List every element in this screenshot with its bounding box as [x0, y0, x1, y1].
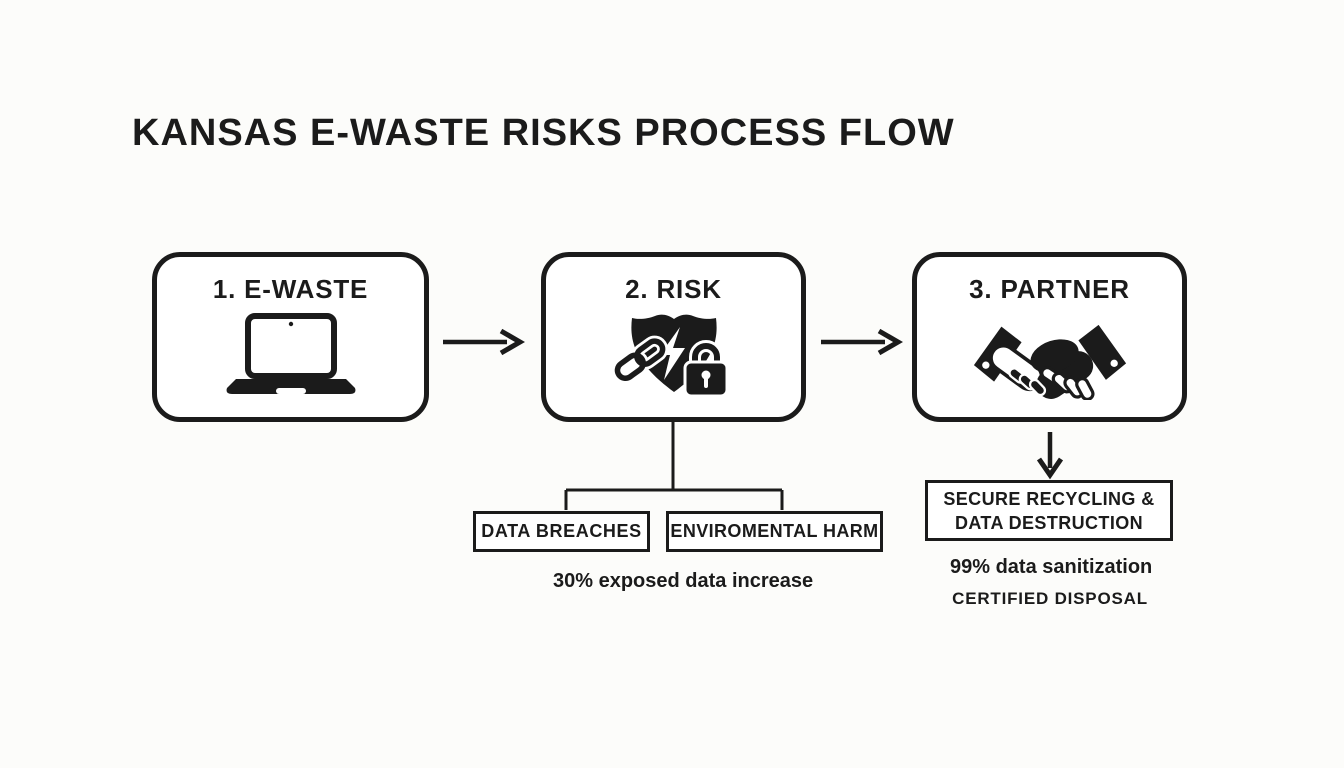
branch-label-environmental-harm: ENVIROMENTAL HARM [670, 521, 879, 541]
flow-step-risk: 2. RISK [541, 252, 806, 422]
branch-box-data-breaches: DATA BREACHES [473, 511, 650, 552]
outcome-box-line1: SECURE RECYCLING & [943, 488, 1155, 509]
flow-step-ewaste: 1. E-WASTE [152, 252, 429, 422]
handshake-icon [972, 312, 1128, 400]
branch-label-data-breaches: DATA BREACHES [481, 521, 642, 541]
arrow-risk-to-partner [818, 327, 904, 357]
partner-stat-text: 99% data sanitization [950, 556, 1153, 578]
partner-certification-text: CERTIFIED DISPOSAL [952, 589, 1148, 608]
outcome-box-line2: DATA DESTRUCTION [954, 512, 1144, 533]
outcome-box-secure-recycling: SECURE RECYCLING & DATA DESTRUCTION [925, 480, 1173, 541]
arrow-partner-to-outcome [1035, 430, 1065, 480]
step-ewaste-label: 1. E-WASTE [212, 274, 369, 304]
risk-branch-connector [540, 420, 900, 515]
page-title: KANSAS E-WASTE RISKS PROCESS FLOW [132, 112, 955, 154]
flow-step-partner: 3. PARTNER [912, 252, 1187, 422]
risk-stat-text: 30% exposed data increase [553, 570, 814, 592]
laptop-icon [223, 312, 359, 398]
shield-lock-chain-icon [611, 312, 737, 407]
arrow-ewaste-to-risk [440, 327, 526, 357]
step-risk-label: 2. RISK [625, 274, 722, 304]
branch-box-environmental-harm: ENVIROMENTAL HARM [666, 511, 883, 552]
step-partner-label: 3. PARTNER [969, 274, 1130, 304]
